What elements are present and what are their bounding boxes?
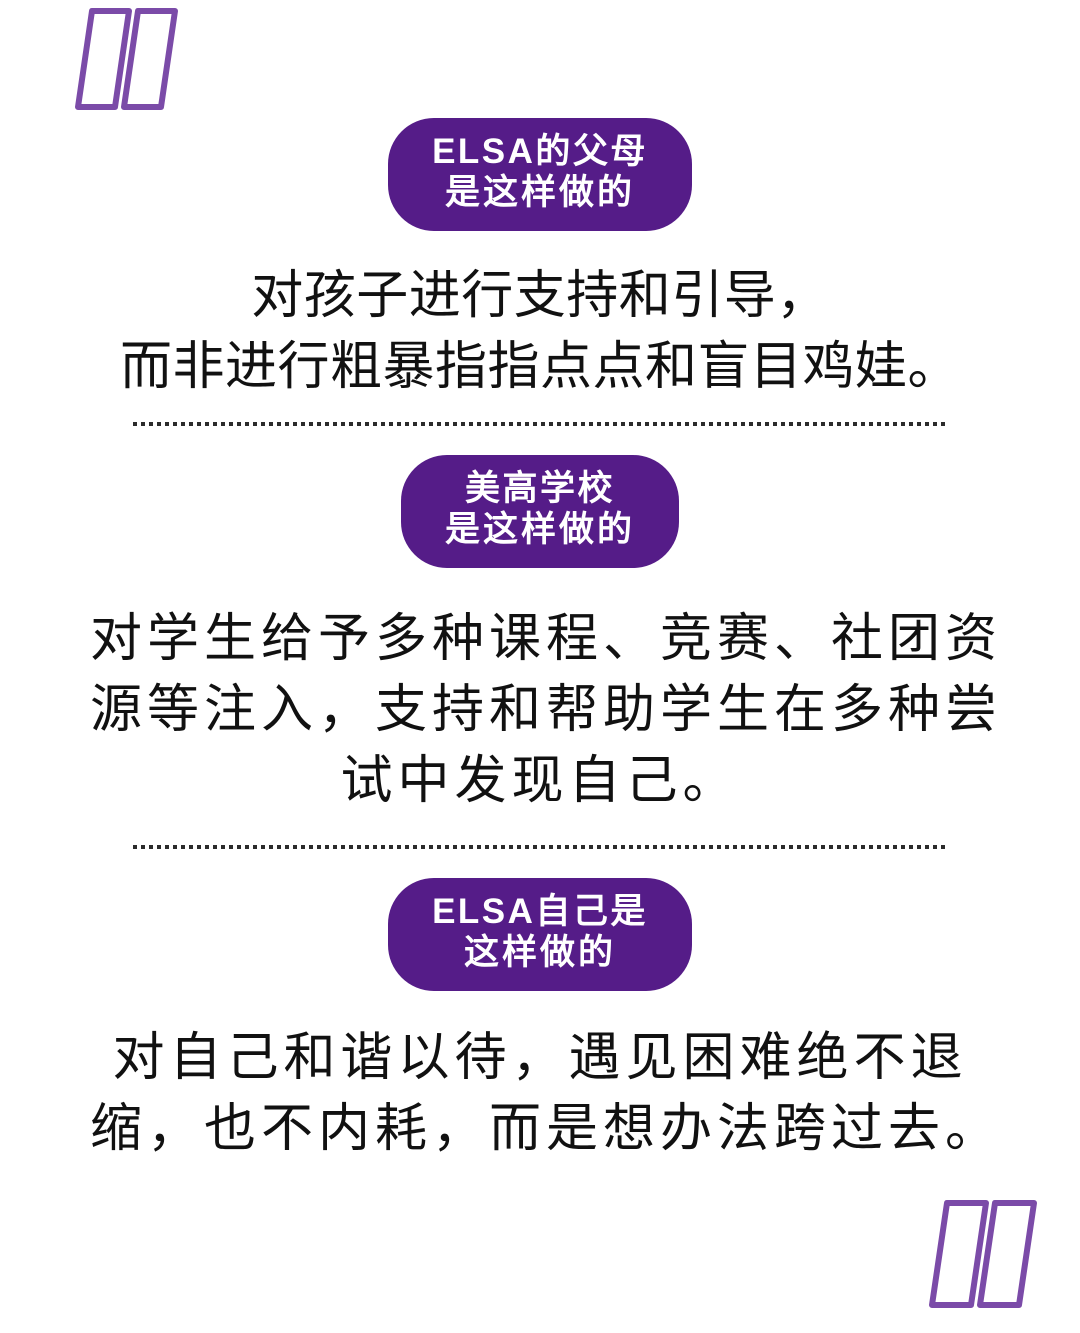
badge-self-line-1: ELSA自己是 <box>432 892 648 931</box>
quote-mark-icon-top-left <box>52 4 178 114</box>
badge-school-line-2: 是这样做的 <box>444 509 635 549</box>
body-wrap-parents: 对孩子进行支持和引导， 而非进行粗暴指指点点和盲目鸡娃。 <box>0 261 1080 402</box>
badge-parents-line-1: ELSA的父母 <box>432 132 648 171</box>
badge-self: ELSA自己是 这样做的 <box>388 878 692 992</box>
body-parents-line-2: 而非进行粗暴指指点点和盲目鸡娃。 <box>119 337 960 396</box>
body-self-line-2: 缩，也不内耗，而是想办法跨过去。 <box>90 1099 1003 1158</box>
body-wrap-self: 对自己和谐以待，遇见困难绝不退 缩，也不内耗，而是想办法跨过去。 <box>0 1023 1080 1164</box>
badge-parents: ELSA的父母 是这样做的 <box>388 118 692 232</box>
body-school-line-1: 对学生给予多种课程、竞赛、社团资 <box>90 610 1003 669</box>
body-text-school: 对学生给予多种课程、竞赛、社团资 源等注入，支持和帮助学生在多种尝 试中发现自己… <box>90 604 1003 816</box>
body-text-parents: 对孩子进行支持和引导， 而非进行粗暴指指点点和盲目鸡娃。 <box>90 261 990 402</box>
badge-school-line-1: 美高学校 <box>464 469 615 508</box>
section-parents: ELSA的父母 是这样做的 对孩子进行支持和引导， 而非进行粗暴指指点点和盲目鸡… <box>0 118 1080 403</box>
body-school-line-3: 试中发现自己。 <box>340 751 740 810</box>
badge-parents-line-2: 是这样做的 <box>444 172 635 212</box>
body-self-line-1: 对自己和谐以待，遇见困难绝不退 <box>112 1029 968 1088</box>
body-text-self: 对自己和谐以待，遇见困难绝不退 缩，也不内耗，而是想办法跨过去。 <box>90 1023 1003 1164</box>
badge-wrap-parents: ELSA的父母 是这样做的 <box>0 118 1080 232</box>
badge-wrap-school: 美高学校 是这样做的 <box>0 455 1080 569</box>
body-wrap-school: 对学生给予多种课程、竞赛、社团资 源等注入，支持和帮助学生在多种尝 试中发现自己… <box>0 604 1080 816</box>
badge-school: 美高学校 是这样做的 <box>400 455 679 569</box>
section-self: ELSA自己是 这样做的 对自己和谐以待，遇见困难绝不退 缩，也不内耗，而是想办… <box>0 878 1080 1165</box>
dotted-divider-2 <box>133 845 949 849</box>
badge-wrap-self: ELSA自己是 这样做的 <box>0 878 1080 992</box>
body-parents-line-1: 对孩子进行支持和引导， <box>251 267 829 326</box>
quote-mark-icon-bottom-right <box>910 1195 1037 1313</box>
section-school: 美高学校 是这样做的 对学生给予多种课程、竞赛、社团资 源等注入，支持和帮助学生… <box>0 455 1080 816</box>
body-school-line-2: 源等注入，支持和帮助学生在多种尝 <box>90 680 1003 739</box>
dotted-divider-1 <box>133 422 949 426</box>
badge-self-line-2: 这样做的 <box>463 932 616 972</box>
